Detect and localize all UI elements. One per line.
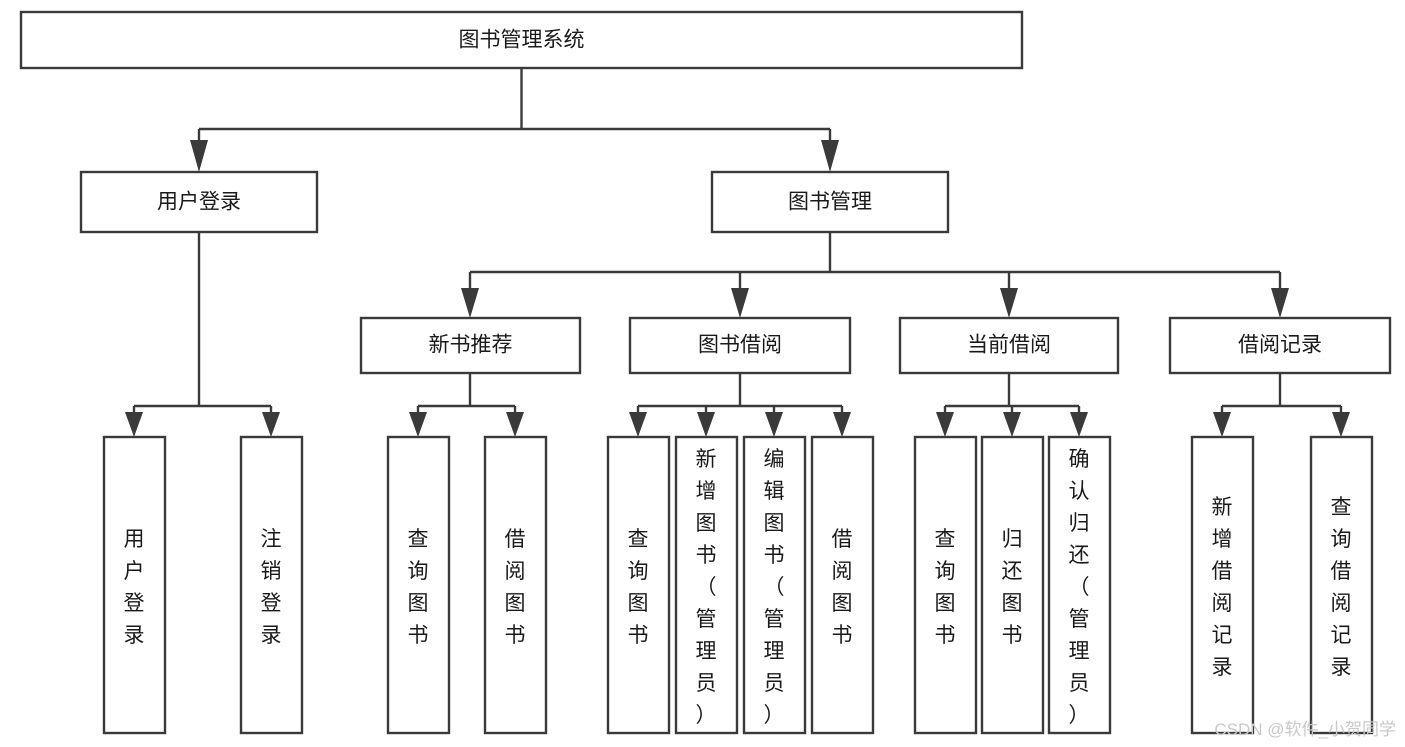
- node-book-manage[interactable]: 图书管理: [710, 170, 950, 234]
- node-borrow-record-box[interactable]: [1168, 316, 1392, 375]
- node-leaf-borrow-book-1[interactable]: 借阅图书: [483, 435, 548, 735]
- node-leaf-query-book-3-box[interactable]: [913, 435, 978, 735]
- node-leaf-query-record-label: 查询借阅记录: [1331, 496, 1352, 679]
- node-leaf-user-login-box[interactable]: [102, 435, 167, 735]
- node-leaf-query-book-2[interactable]: 查询图书: [606, 435, 671, 735]
- arrow-head-userlogin: [190, 140, 208, 172]
- node-current-borrow-box[interactable]: [898, 316, 1120, 375]
- node-root-label: 图书管理系统: [459, 29, 585, 52]
- node-leaf-borrow-book-2-box[interactable]: [810, 435, 875, 735]
- node-leaf-borrow-book-2[interactable]: 借阅图书: [810, 435, 875, 735]
- node-book-borrow-label: 图书借阅: [698, 334, 782, 357]
- arrow-head-bookmanage: [821, 140, 839, 172]
- node-borrow-record-label: 借阅记录: [1238, 334, 1322, 357]
- arrow-head-leaf-query-book-3: [936, 412, 954, 437]
- node-leaf-confirm-return[interactable]: 确认归还（管理员）: [1047, 435, 1112, 735]
- node-user-login-label: 用户登录: [157, 191, 241, 214]
- node-leaf-add-record-box[interactable]: [1190, 435, 1255, 735]
- node-leaf-add-book[interactable]: 新增图书（管理员）: [674, 435, 739, 735]
- arrow-head-leaf-borrow-book-2: [833, 412, 851, 437]
- node-leaf-return-book-label: 归还图书: [1002, 528, 1023, 647]
- node-leaf-borrow-book-2-label: 借阅图书: [832, 528, 853, 647]
- node-leaf-return-book[interactable]: 归还图书: [980, 435, 1045, 735]
- node-current-borrow-label: 当前借阅: [967, 334, 1051, 357]
- arrow-head-leaf-edit-book: [765, 412, 783, 437]
- node-root[interactable]: 图书管理系统: [19, 10, 1024, 70]
- arrow-head-book-borrow: [731, 288, 749, 318]
- node-new-book-recommend[interactable]: 新书推荐: [359, 316, 582, 375]
- arrow-head-leaf-user-login: [125, 412, 143, 437]
- arrow-head-borrow-record: [1271, 288, 1289, 318]
- node-root-box[interactable]: [19, 10, 1024, 70]
- node-book-manage-label: 图书管理: [788, 191, 872, 214]
- node-book-borrow[interactable]: 图书借阅: [628, 316, 852, 375]
- arrow-head-leaf-confirm-return: [1070, 412, 1088, 437]
- node-leaf-query-book-3-label: 查询图书: [935, 528, 956, 647]
- node-leaf-confirm-return-box[interactable]: [1047, 435, 1112, 735]
- node-leaf-return-book-box[interactable]: [980, 435, 1045, 735]
- node-new-book-recommend-box[interactable]: [359, 316, 582, 375]
- arrow-head-leaf-query-record: [1332, 412, 1350, 437]
- node-leaf-user-login-label: 用户登录: [124, 528, 145, 647]
- node-leaf-query-book-2-label: 查询图书: [628, 528, 649, 647]
- arrow-head-leaf-query-book-2: [629, 412, 647, 437]
- arrow-head-new-book-recommend: [461, 288, 479, 318]
- node-leaf-edit-book-label: 编辑图书（管理员）: [764, 448, 785, 727]
- connector-layer: [125, 68, 1350, 437]
- arrow-head-leaf-add-book: [697, 412, 715, 437]
- node-leaf-confirm-return-label: 确认归还（管理员）: [1069, 448, 1090, 727]
- node-leaf-edit-book-box[interactable]: [742, 435, 807, 735]
- node-leaf-query-record-box[interactable]: [1309, 435, 1374, 735]
- node-leaf-add-record[interactable]: 新增借阅记录: [1190, 435, 1255, 735]
- node-book-manage-box[interactable]: [710, 170, 950, 234]
- node-leaf-query-book-1-box[interactable]: [386, 435, 451, 735]
- csdn-watermark: CSDN @软件_小贺同学: [1214, 720, 1396, 739]
- node-borrow-record[interactable]: 借阅记录: [1168, 316, 1392, 375]
- node-leaf-query-book-1-label: 查询图书: [408, 528, 429, 647]
- node-leaf-add-record-label: 新增借阅记录: [1212, 496, 1233, 679]
- node-leaf-borrow-book-1-box[interactable]: [483, 435, 548, 735]
- node-leaf-query-book-2-box[interactable]: [606, 435, 671, 735]
- node-leaf-add-book-label: 新增图书（管理员）: [696, 448, 717, 727]
- node-leaf-borrow-book-1-label: 借阅图书: [505, 528, 526, 647]
- node-leaf-edit-book[interactable]: 编辑图书（管理员）: [742, 435, 807, 735]
- node-leaf-query-record[interactable]: 查询借阅记录: [1309, 435, 1374, 735]
- node-book-borrow-box[interactable]: [628, 316, 852, 375]
- arrow-head-leaf-query-book-1: [409, 412, 427, 437]
- node-leaf-logout-login[interactable]: 注销登录: [239, 435, 304, 735]
- node-leaf-logout-login-label: 注销登录: [261, 528, 282, 647]
- node-leaf-query-book-3[interactable]: 查询图书: [913, 435, 978, 735]
- arrow-head-current-borrow: [1000, 288, 1018, 318]
- arrow-head-leaf-return-book: [1003, 412, 1021, 437]
- arrow-head-leaf-logout-login: [262, 412, 280, 437]
- node-leaf-logout-login-box[interactable]: [239, 435, 304, 735]
- arrow-head-leaf-borrow-book-1: [506, 412, 524, 437]
- arrow-head-leaf-add-record: [1213, 412, 1231, 437]
- node-new-book-recommend-label: 新书推荐: [429, 334, 513, 357]
- node-user-login-box[interactable]: [79, 170, 319, 234]
- node-user-login[interactable]: 用户登录: [79, 170, 319, 234]
- node-leaf-query-book-1[interactable]: 查询图书: [386, 435, 451, 735]
- node-leaf-add-book-box[interactable]: [674, 435, 739, 735]
- node-leaf-user-login[interactable]: 用户登录: [102, 435, 167, 735]
- node-current-borrow[interactable]: 当前借阅: [898, 316, 1120, 375]
